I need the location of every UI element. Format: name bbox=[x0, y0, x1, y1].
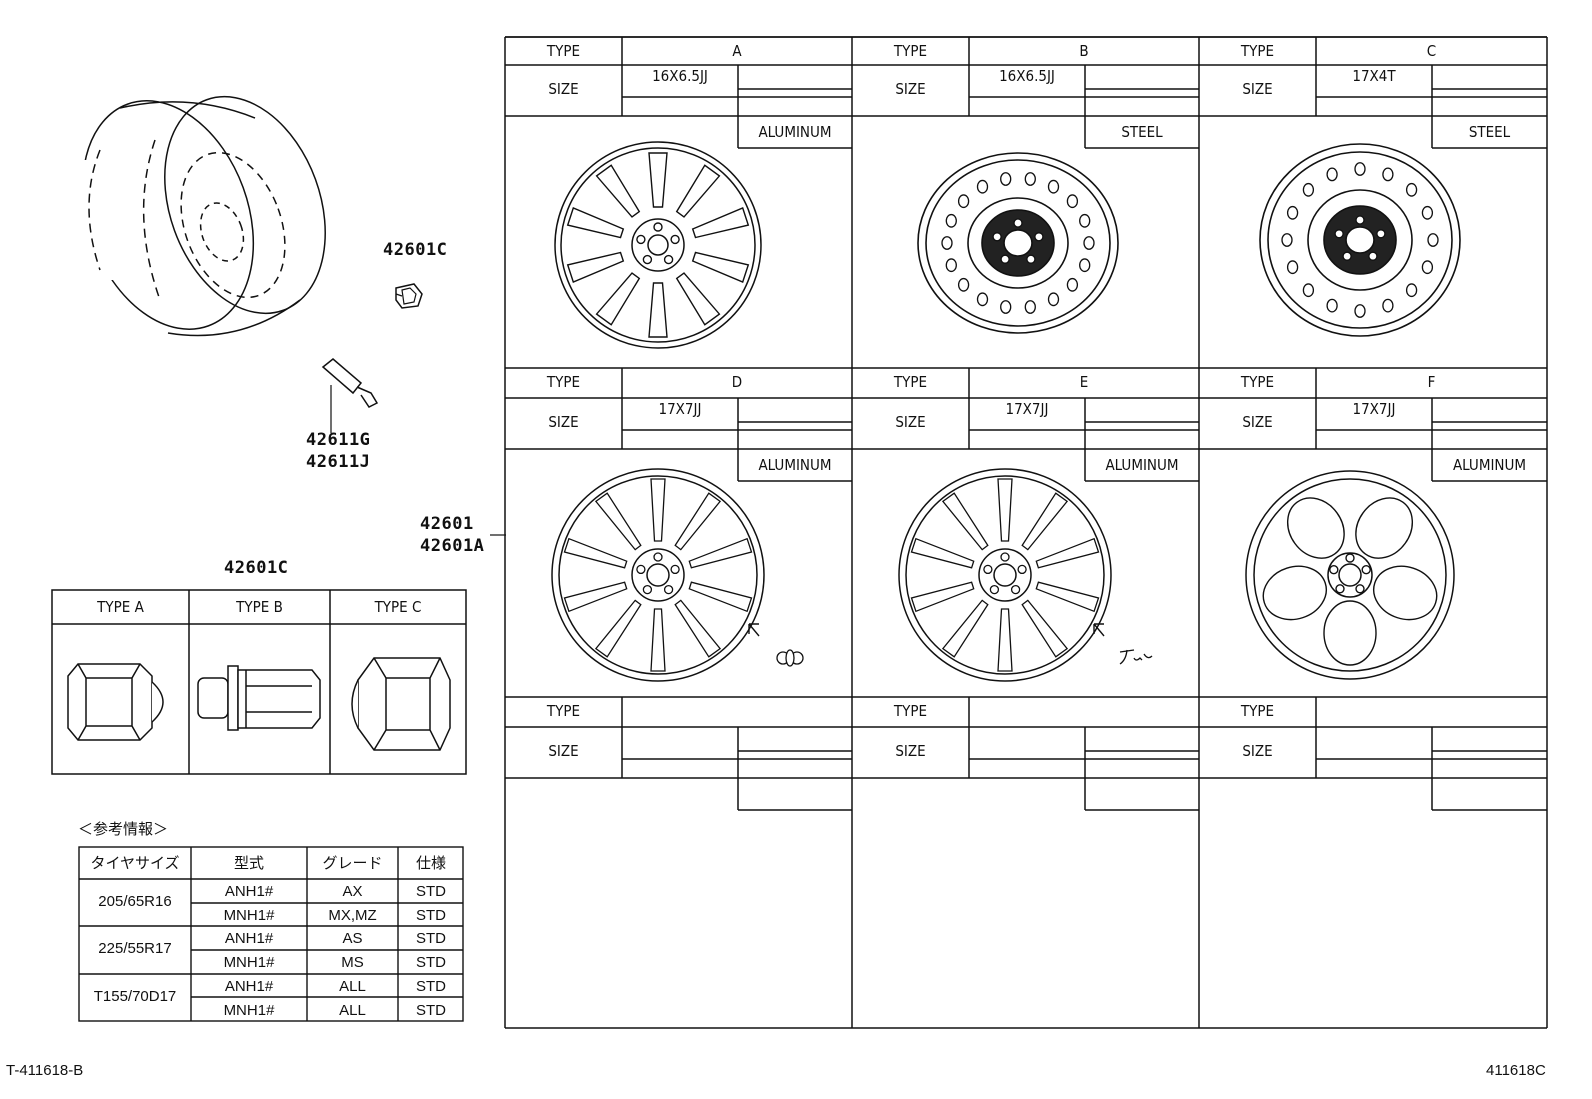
acorn-nut-icon bbox=[67, 663, 164, 741]
wheel-e-drawing bbox=[898, 468, 1112, 682]
valve-stem-icon bbox=[321, 358, 379, 433]
ref-grade: AX bbox=[342, 883, 363, 900]
ref-spec: STD bbox=[416, 883, 446, 900]
size-label: SIZE bbox=[1242, 742, 1273, 760]
wheel-b-drawing bbox=[917, 152, 1119, 334]
size-label: SIZE bbox=[895, 742, 926, 760]
ref-spec: STD bbox=[416, 930, 446, 947]
size-label: SIZE bbox=[548, 413, 579, 431]
part-number-valve-1: 42611G bbox=[306, 430, 371, 450]
part-number-valve-2: 42611J bbox=[306, 452, 371, 472]
cap-nut-icon bbox=[395, 283, 423, 309]
nut-type-a-header: TYPE A bbox=[97, 598, 144, 616]
size-label: SIZE bbox=[1242, 413, 1273, 431]
ornament-mark-icon bbox=[748, 623, 804, 667]
ref-model: MNH1# bbox=[223, 907, 275, 924]
type-label: TYPE bbox=[893, 373, 928, 391]
size-label: SIZE bbox=[1242, 80, 1273, 98]
ref-model: ANH1# bbox=[224, 930, 274, 947]
ref-tire-size: 225/55R17 bbox=[98, 940, 172, 957]
ref-tire-size: T155/70D17 bbox=[93, 988, 177, 1005]
footer-left-code: T-411618-B bbox=[6, 1062, 84, 1079]
wheel-material: ALUMINUM bbox=[758, 123, 832, 141]
ref-spec: STD bbox=[416, 907, 446, 924]
footer-right-code: 411618C bbox=[1486, 1062, 1546, 1079]
wheel-size: 17X7JJ bbox=[1352, 400, 1396, 418]
wheel-c-drawing bbox=[1259, 143, 1461, 337]
wheel-type-c: C bbox=[1426, 42, 1437, 60]
open-nut-icon bbox=[351, 657, 451, 751]
wheel-size: 17X7JJ bbox=[658, 400, 702, 418]
wheel-type-a: A bbox=[732, 42, 742, 60]
ornament-mark-icon bbox=[1093, 623, 1153, 665]
long-nut-icon bbox=[197, 665, 321, 731]
size-label: SIZE bbox=[548, 80, 579, 98]
ref-grade: ALL bbox=[339, 1002, 366, 1019]
reference-title: ＜参考情報＞ bbox=[78, 820, 169, 838]
nut-type-c-header: TYPE C bbox=[374, 598, 422, 616]
type-label: TYPE bbox=[1240, 373, 1275, 391]
type-label: TYPE bbox=[1240, 702, 1275, 720]
wheel-size: 17X4T bbox=[1352, 67, 1396, 85]
wheel-material: STEEL bbox=[1468, 123, 1511, 141]
ref-spec: STD bbox=[416, 1002, 446, 1019]
ref-model: MNH1# bbox=[223, 954, 275, 971]
part-number-wheel-1: 42601 bbox=[420, 514, 474, 534]
part-number-wheel-2: 42601A bbox=[420, 536, 485, 556]
ref-grade: MX,MZ bbox=[328, 907, 377, 924]
ref-model: ANH1# bbox=[224, 978, 274, 995]
ref-grade: AS bbox=[342, 930, 363, 947]
ref-grade: ALL bbox=[339, 978, 366, 995]
type-label: TYPE bbox=[546, 702, 581, 720]
wheel-size: 16X6.5JJ bbox=[999, 67, 1055, 85]
ref-spec: STD bbox=[416, 954, 446, 971]
type-label: TYPE bbox=[546, 42, 581, 60]
type-label: TYPE bbox=[546, 373, 581, 391]
ref-header-grade: グレード bbox=[322, 854, 383, 872]
size-label: SIZE bbox=[548, 742, 579, 760]
type-label: TYPE bbox=[1240, 42, 1275, 60]
type-label: TYPE bbox=[893, 42, 928, 60]
wheel-type-b: B bbox=[1079, 42, 1089, 60]
wheel-material: ALUMINUM bbox=[758, 456, 832, 474]
nut-type-b-header: TYPE B bbox=[236, 598, 283, 616]
ref-header-model: 型式 bbox=[233, 854, 264, 872]
ref-tire-size: 205/65R16 bbox=[98, 893, 172, 910]
wheel-size: 17X7JJ bbox=[1005, 400, 1049, 418]
size-label: SIZE bbox=[895, 413, 926, 431]
wheel-f-drawing bbox=[1245, 470, 1455, 680]
ref-header-spec: 仕様 bbox=[415, 854, 446, 872]
wheel-material: ALUMINUM bbox=[1105, 456, 1179, 474]
size-label: SIZE bbox=[895, 80, 926, 98]
ref-spec: STD bbox=[416, 978, 446, 995]
wheel-type-e: E bbox=[1079, 373, 1089, 391]
wheel-d-drawing bbox=[551, 468, 765, 682]
reference-table-frame bbox=[78, 846, 464, 1022]
wheel-a-drawing bbox=[554, 141, 762, 349]
ref-model: MNH1# bbox=[223, 1002, 275, 1019]
part-number-cap-nut: 42601C bbox=[383, 240, 448, 260]
ref-grade: MS bbox=[341, 954, 364, 971]
wheel-type-f: F bbox=[1427, 373, 1436, 391]
ref-model: ANH1# bbox=[224, 883, 274, 900]
type-label: TYPE bbox=[893, 702, 928, 720]
part-number-nut-table: 42601C bbox=[224, 558, 289, 578]
tire-illustration bbox=[70, 95, 326, 337]
leader-line bbox=[490, 534, 506, 536]
nut-table-frame bbox=[51, 589, 467, 775]
ref-header-tire: タイヤサイズ bbox=[90, 854, 180, 872]
wheel-type-d: D bbox=[731, 373, 743, 391]
wheel-size: 16X6.5JJ bbox=[652, 67, 708, 85]
wheel-material: ALUMINUM bbox=[1452, 456, 1527, 474]
wheel-material: STEEL bbox=[1121, 123, 1163, 141]
